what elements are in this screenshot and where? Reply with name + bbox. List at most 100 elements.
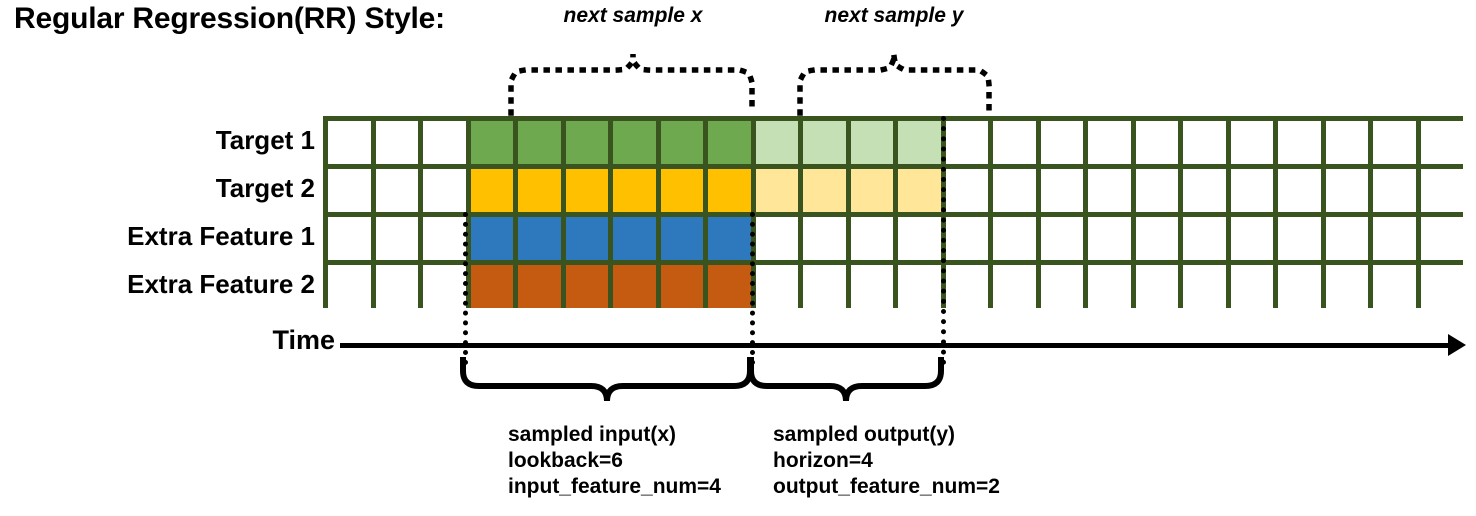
row-label-extra-feature-1: Extra Feature 1 [127,221,315,251]
grid-cell [1325,265,1368,308]
grid-cell [1040,169,1083,212]
annotation-next-sample-x: next sample x [563,4,703,27]
grid-cell [803,169,846,212]
grid-cell [1135,265,1178,308]
grid-cell [803,265,846,308]
grid-cell [613,121,656,164]
sampled-input-line-2: lookback=6 [508,449,623,472]
grid-cell [470,169,513,212]
grid-cell [1278,265,1321,308]
brace-next-sample-y [797,53,992,116]
grid-cell [945,265,988,308]
grid-cell [803,217,846,260]
grid-cell [660,169,703,212]
grid-cell [613,265,656,308]
grid-cell [423,265,466,308]
grid-cell [613,169,656,212]
annotation-sampled-output: sampled output(y) horizon=4 output_featu… [773,422,1000,500]
grid-cell [1088,121,1131,164]
row-label-target-1: Target 1 [215,125,315,155]
grid-cell [423,217,466,260]
time-axis-label: Time [272,325,335,355]
grid-cell [945,121,988,164]
grid-cell [755,121,798,164]
grid-cell [375,217,418,260]
grid-cell [613,217,656,260]
sampled-input-line-3: input_feature_num=4 [508,475,721,498]
sampled-input-line-1: sampled input(x) [508,423,677,446]
grid-cell [850,217,893,260]
grid-cell [470,121,513,164]
grid-cell [1183,265,1226,308]
grid-cell [708,265,751,308]
grid-cell [375,265,418,308]
sampled-output-line-2: horizon=4 [773,449,873,472]
annotation-sampled-input: sampled input(x) lookback=6 input_featur… [508,422,721,500]
grid-cell [565,169,608,212]
annotation-next-sample-y: next sample y [824,4,964,27]
grid-cell [1278,217,1321,260]
grid-cell [708,217,751,260]
page-title: Regular Regression(RR) Style: [14,2,445,35]
grid-cell [1230,217,1273,260]
grid-cell [518,121,561,164]
time-axis-line [340,343,1452,348]
grid-cell [565,265,608,308]
grid-cell [1230,169,1273,212]
bottom-brace-group [460,357,944,402]
grid-cell [1420,265,1463,308]
grid-cell [1135,121,1178,164]
grid-cell [755,265,798,308]
grid-cell [945,217,988,260]
grid-cell [1135,217,1178,260]
dotted-divider-input-start [463,212,468,365]
grid-cell [660,217,703,260]
dotted-divider-output-end [941,116,946,365]
grid-cell [1373,169,1416,212]
row-label-column: Target 1 Target 2 Extra Feature 1 Extra … [10,116,315,308]
row-label-target-2: Target 2 [215,173,315,203]
grid-cell [660,121,703,164]
grid-cell [1325,169,1368,212]
grid-cell [1420,121,1463,164]
grid-cell [850,265,893,308]
grid-cell [708,121,751,164]
grid-cell [993,121,1036,164]
grid-cell [1278,121,1321,164]
grid-cell [993,217,1036,260]
sampled-output-line-1: sampled output(y) [773,423,955,446]
grid-cell [375,169,418,212]
grid-cell [993,169,1036,212]
grid-cell [1040,121,1083,164]
grid-cell [1325,121,1368,164]
timeseries-grid [323,116,1463,308]
grid-cell [850,169,893,212]
grid-cell [1420,217,1463,260]
grid-cell [328,121,371,164]
grid-cell [803,121,846,164]
grid-cell [1088,217,1131,260]
row-label-extra-feature-2: Extra Feature 2 [127,269,315,299]
grid-cell [898,217,941,260]
grid-cell [755,217,798,260]
grid-cell [1373,265,1416,308]
grid-cell [470,217,513,260]
grid-cell [1088,169,1131,212]
sampled-output-line-3: output_feature_num=2 [773,475,1000,498]
grid-cell [1183,169,1226,212]
grid-cell [1088,265,1131,308]
time-axis-arrow-icon [1448,334,1466,356]
grid-cell [1135,169,1178,212]
grid-cell [1230,265,1273,308]
grid-cell [1373,217,1416,260]
grid-cell [328,265,371,308]
grid-cell [423,121,466,164]
grid-cell [470,265,513,308]
grid-cell [1040,265,1083,308]
brace-next-sample-x [508,53,755,116]
grid-cell [1183,121,1226,164]
grid-cell [518,169,561,212]
dotted-divider-input-end [750,212,755,365]
grid-cell [850,121,893,164]
grid-cell [565,217,608,260]
